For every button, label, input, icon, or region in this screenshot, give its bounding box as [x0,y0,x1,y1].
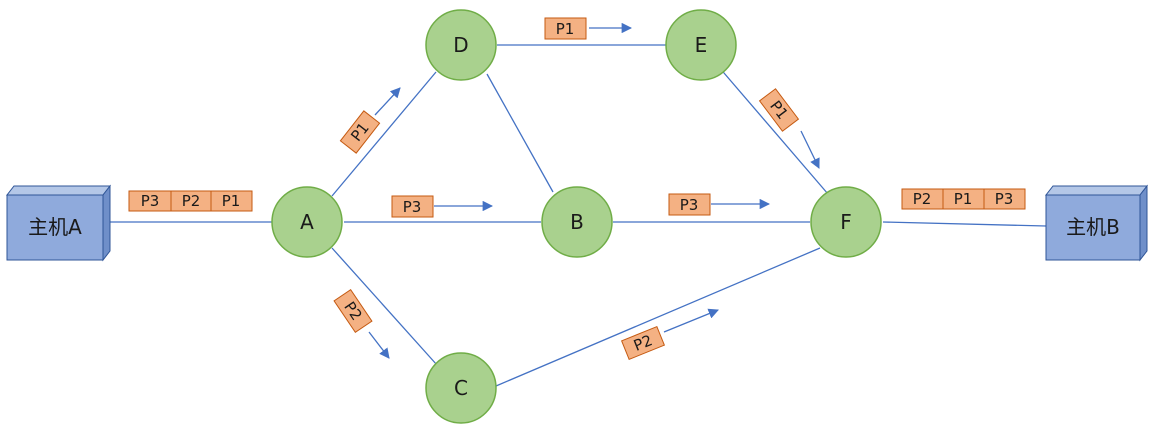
link-F-hostB [882,221,1047,227]
arrow-C-F [663,308,719,333]
host-b: 主机B [1044,184,1149,262]
packet-p1-e-to-f: P1 [758,88,800,132]
node-e: E [665,9,737,81]
packet: P3 [983,188,1026,210]
node-a: A [271,186,343,258]
packet-label: P3 [995,190,1014,208]
packet: P1 [210,190,253,212]
arrow-A-C [368,331,390,359]
node-c: C [425,352,497,424]
host-a: 主机A [5,184,112,262]
packet-label: P2 [631,331,655,355]
packet-label: P1 [556,20,575,38]
packet-label: P3 [141,192,160,210]
node-b: B [541,186,613,258]
arrow-E-F [800,130,820,169]
node-d-label: D [453,33,468,57]
packet-label: P3 [403,198,422,216]
link-A-D [331,71,437,197]
node-f-label: F [840,210,852,234]
host-b-label: 主机B [1066,215,1120,239]
packet-p3-b-to-f: P3 [668,193,711,216]
packet-label: P3 [680,196,699,214]
packet-label: P1 [954,190,973,208]
nodes: A D E B F C [271,9,882,424]
node-b-label: B [570,210,584,234]
packets-at-host-b: P2 P1 P3 [901,188,1026,210]
packet-label: P1 [222,192,241,210]
node-d: D [425,9,497,81]
link-E-F [717,65,829,195]
packet-p2-c-to-f: P2 [620,325,666,361]
packet-label: P2 [182,192,201,210]
packet-label: P2 [913,190,932,208]
packet: P2 [901,188,944,210]
packet-p3-a-to-b: P3 [391,195,434,218]
host-a-label: 主机A [28,215,82,239]
packets-in-transit: P1 P1 P1 P3 P3 P2 P2 [333,17,800,361]
link-C-F [495,247,821,387]
node-f: F [810,186,882,258]
node-a-label: A [300,210,314,234]
packets-at-host-a: P3 P2 P1 [128,190,253,212]
flow-arrows [368,22,820,359]
arrow-A-D [374,87,401,116]
link-A-C [331,247,438,366]
node-c-label: C [454,376,468,400]
node-e-label: E [695,33,708,57]
packet: P3 [128,190,172,212]
packet-p1-d-to-e: P1 [544,17,587,40]
packet: P1 [942,188,985,210]
link-D-B [486,73,554,193]
packet: P2 [170,190,212,212]
packet-p2-a-to-c: P2 [333,288,373,334]
links [110,44,1047,387]
